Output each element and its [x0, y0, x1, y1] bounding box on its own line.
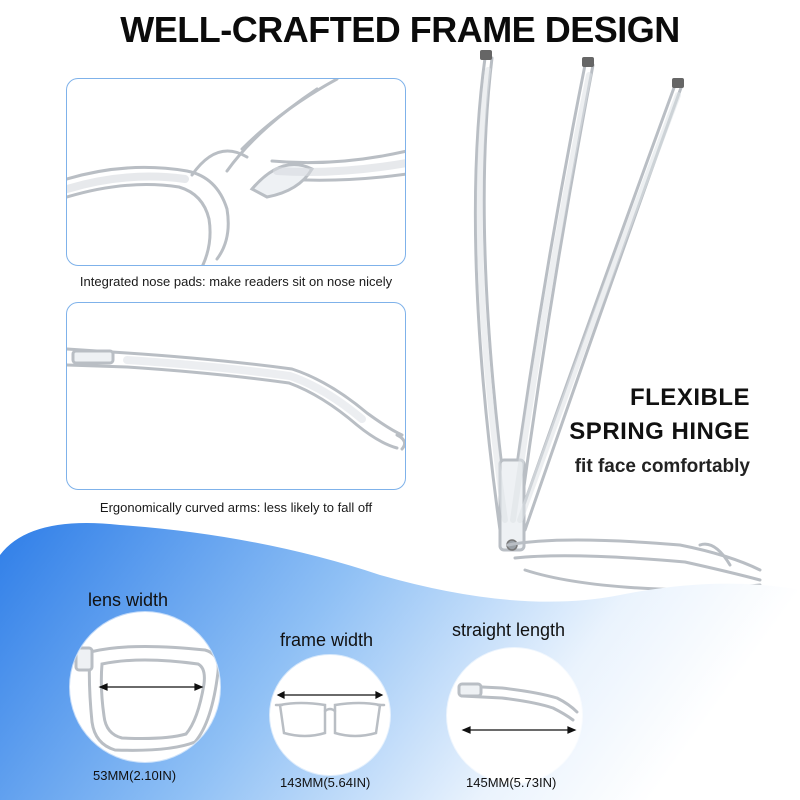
nose-pads-panel [66, 78, 406, 266]
hinge-subtitle: fit face comfortably [574, 456, 750, 477]
lens-width-value: 53MM(2.10IN) [93, 768, 177, 783]
nose-pads-caption: Integrated nose pads: make readers sit o… [79, 274, 393, 289]
straight-length-label: straight length [452, 620, 566, 640]
curved-arm-panel [66, 302, 406, 490]
straight-length-diagram [457, 682, 579, 734]
frame-width-circle [270, 655, 390, 775]
hinge-title-line2: SPRING HINGE [569, 418, 750, 445]
frame-width-value: 143MM(5.64IN) [280, 775, 371, 790]
lens-width-label: lens width [88, 590, 169, 610]
lens-width-circle [70, 612, 220, 762]
straight-length-circle [447, 648, 582, 783]
curved-arm-caption: Ergonomically curved arms: less likely t… [99, 500, 373, 515]
curved-arm-image [67, 347, 405, 451]
page-title: WELL-CRAFTED FRAME DESIGN [120, 9, 680, 50]
frame-width-diagram [274, 691, 386, 738]
lens-width-diagram [74, 644, 220, 752]
nose-pads-image [67, 79, 405, 265]
straight-length-value: 145MM(5.73IN) [466, 775, 557, 790]
hinge-title-line1: FLEXIBLE [629, 384, 750, 411]
frame-width-label: frame width [280, 630, 374, 650]
